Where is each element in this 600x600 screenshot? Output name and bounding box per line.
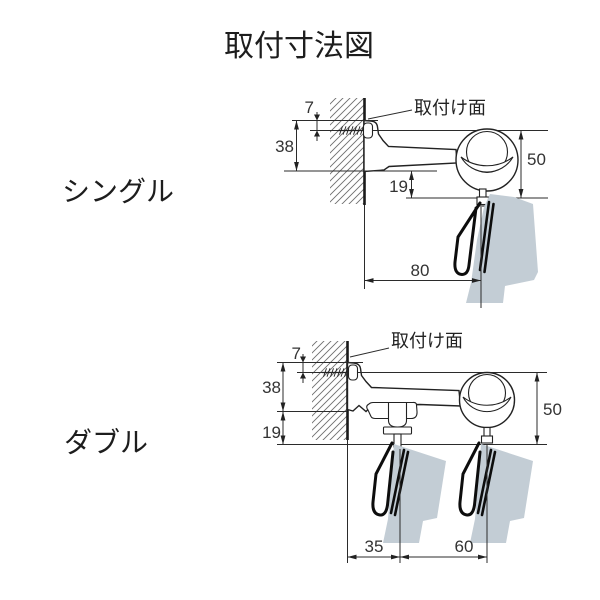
ring-pin-collar <box>480 435 494 444</box>
ring-cradle <box>460 156 514 173</box>
screw-head <box>347 364 359 381</box>
curtain-hook <box>453 201 482 276</box>
inner-rail-runner <box>366 401 418 448</box>
curtain-hook-inner <box>371 441 395 517</box>
wall-hatch <box>330 98 365 204</box>
dim-60-value: 60 <box>455 537 474 556</box>
dimension-7: 7 <box>292 344 306 383</box>
surface-leader-line <box>349 347 390 358</box>
wall-hatch <box>312 341 347 440</box>
curtain-hook-outer <box>458 441 482 517</box>
curtain-fabric-outer <box>470 444 533 543</box>
dim-50-value: 50 <box>527 150 546 169</box>
pole-ring <box>458 371 516 444</box>
screw-threads <box>339 126 364 135</box>
ring-cradle <box>462 396 512 413</box>
dimension-19: 19 <box>389 171 414 198</box>
page-title: 取付寸法図 <box>224 30 374 63</box>
curtain-fabric <box>466 194 538 303</box>
dimension-80: 80 <box>364 261 481 283</box>
dim-38-value: 38 <box>275 137 294 156</box>
dimension-60: 60 <box>400 537 487 560</box>
dim-35-value: 35 <box>365 537 384 556</box>
dim-80-value: 80 <box>411 261 430 280</box>
dim-7-value: 7 <box>292 344 301 363</box>
dimension-50: 50 <box>518 130 546 198</box>
pole-ring <box>455 128 519 207</box>
dim-50-value: 50 <box>543 400 562 419</box>
runner-slot <box>387 403 408 428</box>
dim-19-value: 19 <box>262 423 281 442</box>
dimension-7: 7 <box>305 98 320 141</box>
dim-19-value: 19 <box>389 177 408 196</box>
dimension-19: 19 <box>262 411 286 445</box>
runner-t-bar <box>382 426 413 435</box>
surface-leader-line <box>367 109 413 120</box>
curtain-hem-lines-outer <box>476 448 497 517</box>
curtain-fabric-inner <box>383 444 446 543</box>
dim-38-value: 38 <box>262 378 281 397</box>
dimension-50: 50 <box>534 372 562 445</box>
screw-head <box>362 122 374 139</box>
section-label-double: ダブル <box>64 427 148 458</box>
single-diagram: 7 38 19 50 80 取付け面 <box>275 98 548 308</box>
dimension-38: 38 <box>275 120 299 171</box>
surface-label: 取付け面 <box>414 98 486 118</box>
surface-label: 取付け面 <box>391 331 463 351</box>
section-label-single: シングル <box>62 176 174 207</box>
screw-threads <box>323 368 348 377</box>
dimension-38: 38 <box>262 362 286 412</box>
mounting-screw <box>338 122 374 139</box>
mounting-screw <box>322 364 359 381</box>
dim-7-value: 7 <box>305 98 314 117</box>
curtain-hem-lines-inner <box>389 448 410 517</box>
dimension-35: 35 <box>347 537 400 560</box>
bracket-arm <box>363 119 458 173</box>
double-diagram: 7 38 19 50 35 60 取付け面 <box>262 331 562 563</box>
